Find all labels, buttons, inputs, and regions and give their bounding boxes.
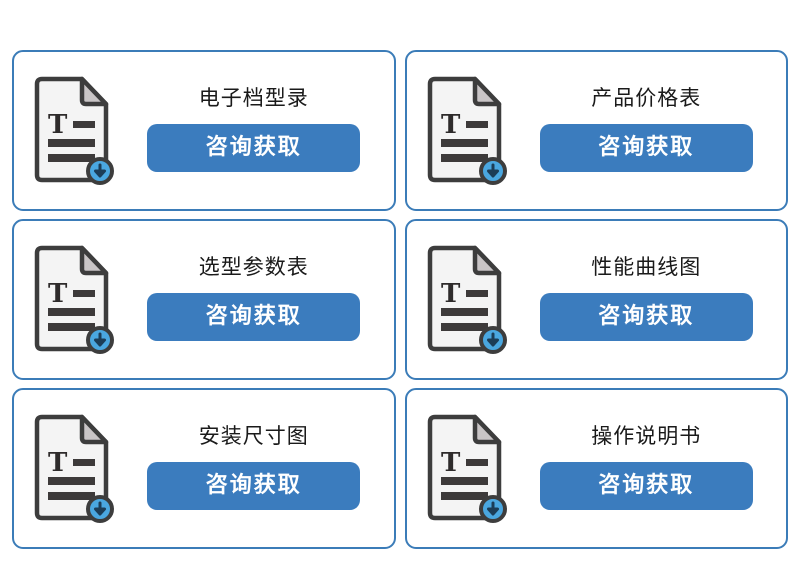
document-download-icon: T	[30, 75, 118, 187]
card-body: 产品价格表 咨询获取	[517, 87, 777, 173]
consult-acquire-button[interactable]: 咨询获取	[539, 461, 753, 510]
document-download-icon: T	[30, 413, 118, 525]
download-card[interactable]: T 性能曲线图 咨询获取	[404, 219, 788, 380]
card-title: 安装尺寸图	[198, 424, 309, 449]
download-card[interactable]: T 选型参数表 咨询获取	[12, 219, 396, 380]
download-card[interactable]: T 产品价格表 咨询获取	[404, 50, 788, 211]
download-card[interactable]: T 电子档型录 咨询获取	[12, 50, 396, 211]
card-body: 性能曲线图 咨询获取	[517, 256, 777, 342]
card-body: 电子档型录 咨询获取	[124, 87, 384, 173]
document-download-icon: T	[423, 75, 511, 187]
download-cards-grid: T 电子档型录 咨询获取 T	[12, 50, 788, 549]
consult-acquire-button[interactable]: 咨询获取	[539, 292, 753, 341]
card-title: 电子档型录	[198, 86, 309, 111]
card-body: 操作说明书 咨询获取	[517, 425, 777, 511]
consult-acquire-button[interactable]: 咨询获取	[539, 123, 753, 172]
download-card[interactable]: T 操作说明书 咨询获取	[404, 388, 788, 549]
consult-acquire-button[interactable]: 咨询获取	[147, 123, 361, 172]
consult-acquire-button[interactable]: 咨询获取	[147, 292, 361, 341]
card-body: 选型参数表 咨询获取	[124, 256, 384, 342]
card-title: 选型参数表	[198, 255, 309, 280]
document-letter-glyph: T	[441, 448, 461, 478]
consult-acquire-button[interactable]: 咨询获取	[147, 461, 361, 510]
document-letter-glyph: T	[48, 279, 68, 309]
document-letter-glyph: T	[441, 279, 461, 309]
document-letter-glyph: T	[441, 110, 461, 140]
card-title: 操作说明书	[591, 424, 702, 449]
document-download-icon: T	[423, 413, 511, 525]
card-body: 安装尺寸图 咨询获取	[124, 425, 384, 511]
document-download-icon: T	[30, 244, 118, 356]
document-download-icon: T	[423, 244, 511, 356]
download-card[interactable]: T 安装尺寸图 咨询获取	[12, 388, 396, 549]
card-title: 性能曲线图	[591, 255, 702, 280]
document-letter-glyph: T	[48, 448, 68, 478]
document-letter-glyph: T	[48, 110, 68, 140]
card-title: 产品价格表	[591, 86, 702, 111]
